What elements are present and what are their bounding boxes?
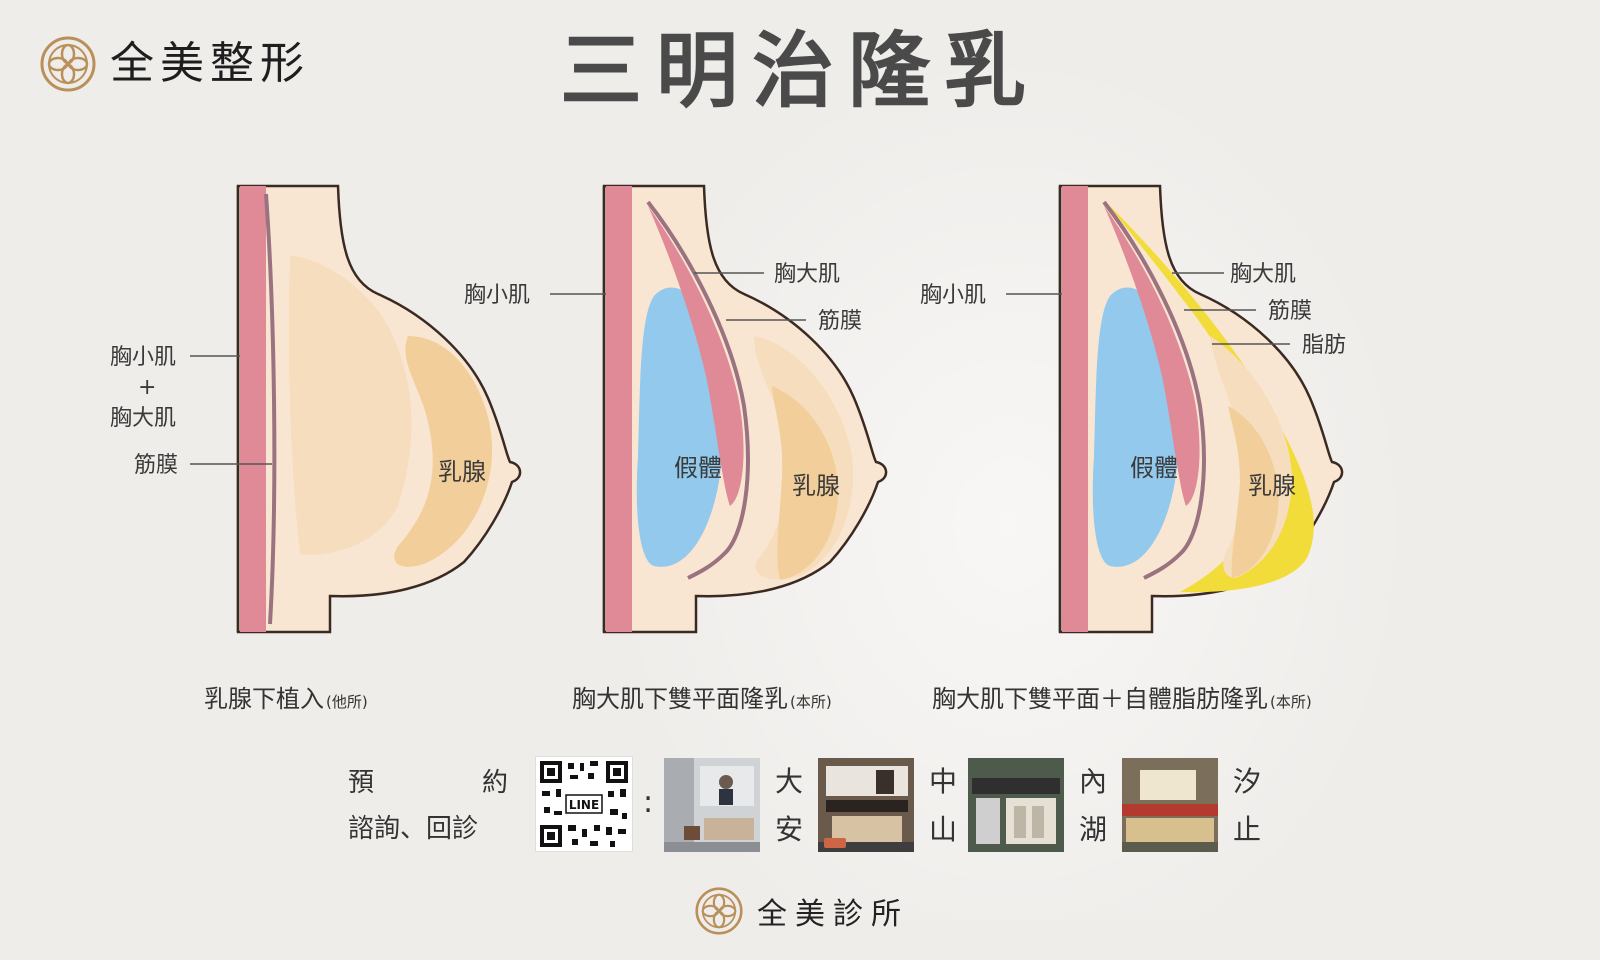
- label-2-fascia: 筋膜: [818, 309, 862, 334]
- page-title: 三明治隆乳: [559, 24, 1040, 119]
- fascia-2: [646, 200, 750, 580]
- muscle-minor-3: [1062, 186, 1088, 632]
- branch-label-xizhi: 汐止: [1232, 765, 1261, 846]
- booking-colon: :: [643, 785, 654, 820]
- label-2-implant: 假體: [674, 454, 722, 482]
- footer-name: 全美診所: [757, 897, 909, 932]
- label-2-major: 胸大肌: [774, 262, 840, 287]
- qr-line-label: LINE: [569, 798, 599, 812]
- diagram-dual-plane: [602, 184, 888, 634]
- label-3-implant: 假體: [1130, 454, 1178, 482]
- booking-label: 預約 諮詢、回診: [348, 768, 508, 844]
- gland-inner-1: [394, 336, 493, 567]
- muscle-minor-2: [606, 186, 632, 632]
- label-1-gland: 乳腺: [438, 458, 486, 486]
- label-1-plus: +: [138, 375, 156, 400]
- knot-seal-icon: [695, 887, 743, 935]
- caption-dual-plane-fat: 胸大肌下雙平面＋自體脂肪隆乳(本所): [932, 685, 1312, 713]
- label-3-major: 胸大肌: [1230, 262, 1296, 287]
- qr-code-icon: LINE: [540, 761, 628, 847]
- gland-outer-1: [288, 256, 412, 555]
- muscle-major-3: [1104, 206, 1200, 506]
- branch-photo-xizhi[interactable]: [1122, 758, 1218, 852]
- gland-inner-2: [772, 386, 839, 580]
- label-2-gland: 乳腺: [792, 472, 840, 500]
- branch-photo-zhongshan[interactable]: [818, 758, 914, 852]
- branch-photo-daan[interactable]: [664, 758, 760, 852]
- muscle-1: [240, 186, 266, 632]
- caption-dual-plane: 胸大肌下雙平面隆乳(本所): [572, 685, 832, 713]
- label-1-muscle-top: 胸小肌: [110, 345, 176, 370]
- label-3-minor: 胸小肌: [920, 283, 986, 308]
- fascia-1: [264, 193, 277, 625]
- implant-3: [1092, 287, 1179, 567]
- branch-photo-neihu[interactable]: [968, 758, 1064, 852]
- gland-inner-3: [1228, 406, 1279, 578]
- implant-2: [636, 287, 723, 567]
- brand-logo: 全美整形: [40, 36, 310, 92]
- branch-label-daan: 大安: [774, 765, 803, 846]
- brand-name: 全美整形: [110, 38, 310, 89]
- diagram-dual-plane-fat: [1058, 184, 1344, 634]
- branch-label-zhongshan: 中山: [928, 765, 957, 846]
- branch-label-neihu: 內湖: [1078, 765, 1107, 846]
- label-3-gland: 乳腺: [1248, 472, 1296, 500]
- label-1-muscle-bottom: 胸大肌: [110, 406, 176, 431]
- fascia-3: [1102, 200, 1206, 580]
- footer-brand: 全美診所: [695, 887, 909, 935]
- line-qr-code[interactable]: LINE: [535, 756, 633, 852]
- label-3-fat: 脂肪: [1302, 333, 1346, 358]
- caption-subglandular: 乳腺下植入(他所): [204, 685, 368, 713]
- label-2-minor: 胸小肌: [464, 283, 530, 308]
- label-1-fascia: 筋膜: [134, 453, 178, 478]
- diagram-subglandular: [236, 184, 522, 634]
- knot-seal-icon: [40, 36, 96, 92]
- label-3-fascia: 筋膜: [1268, 299, 1312, 324]
- muscle-major-2: [648, 206, 744, 506]
